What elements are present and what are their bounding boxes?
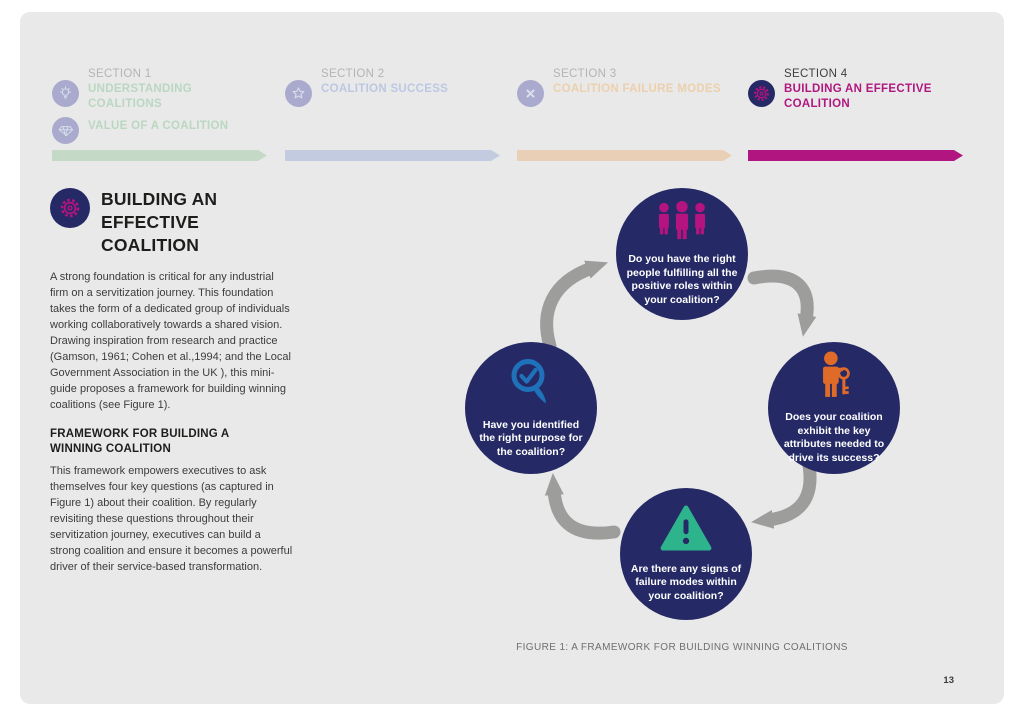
nav-item-coalition-failure-modes[interactable]: COALITION FAILURE MODES: [517, 80, 737, 107]
article-column: BUILDING AN EFFECTIVE COALITION A strong…: [50, 188, 294, 575]
progress-bar-section-2: [285, 150, 500, 161]
document-page: SECTION 1 UNDERSTANDING COALITIONS: [20, 12, 1004, 704]
page-number: 13: [943, 675, 954, 686]
nav-section-4[interactable]: SECTION 4 BUILDING AN EFFECTIVE COALITIO…: [748, 68, 968, 112]
lightbulb-icon: [52, 80, 79, 107]
nav-item-value-of-a-coalition[interactable]: VALUE OF A COALITION: [52, 117, 272, 144]
people-icon: [654, 201, 710, 246]
diagram-question: Have you identified the right purpose fo…: [479, 418, 583, 458]
diagram-node-people: Do you have the right people fulfilling …: [616, 188, 748, 320]
warning-triangle-icon: [660, 505, 712, 556]
article-subheading: FRAMEWORK FOR BUILDING A WINNING COALITI…: [50, 428, 229, 455]
diagram-node-purpose: Have you identified the right purpose fo…: [465, 342, 597, 474]
progress-bar-section-4: [748, 150, 963, 161]
section-kicker: SECTION 2: [321, 68, 385, 80]
diagram-question: Does your coalition exhibit the key attr…: [783, 411, 885, 464]
diagram-node-failure-modes: Are there any signs of failure modes wit…: [620, 488, 752, 620]
diagram-node-key-attributes: Does your coalition exhibit the key attr…: [768, 342, 900, 474]
nav-item-label: UNDERSTANDING COALITIONS: [88, 83, 192, 110]
nav-item-label: COALITION SUCCESS: [321, 83, 449, 95]
section-kicker: SECTION 1: [88, 68, 152, 80]
arrow-bottom-to-left: [544, 473, 621, 540]
magnifier-check-icon: [508, 357, 554, 412]
page-title: BUILDING AN EFFECTIVE COALITION: [101, 189, 218, 255]
progress-bar-section-3: [517, 150, 732, 161]
nav-item-understanding-coalitions[interactable]: UNDERSTANDING COALITIONS: [52, 80, 272, 112]
figure-caption: FIGURE 1: A FRAMEWORK FOR BUILDING WINNI…: [516, 642, 848, 653]
gear-icon: [50, 188, 90, 228]
section-kicker: SECTION 3: [553, 68, 617, 80]
person-key-icon: [816, 351, 852, 404]
star-icon: [285, 80, 312, 107]
article-title-row: BUILDING AN EFFECTIVE COALITION: [50, 188, 294, 257]
gear-icon: [748, 80, 775, 107]
diamond-icon: [52, 117, 79, 144]
nav-section-2[interactable]: SECTION 2 COALITION SUCCESS: [285, 68, 505, 107]
nav-item-label: COALITION FAILURE MODES: [553, 83, 721, 95]
nav-item-label: BUILDING AN EFFECTIVE COALITION: [784, 83, 932, 110]
progress-bar-section-1: [52, 150, 267, 161]
section-kicker: SECTION 4: [784, 68, 848, 80]
x-icon: [517, 80, 544, 107]
arrow-right-to-bottom: [751, 453, 817, 529]
diagram-question: Do you have the right people fulfilling …: [626, 253, 738, 306]
nav-section-1[interactable]: SECTION 1 UNDERSTANDING COALITIONS: [52, 68, 272, 144]
nav-item-building-effective-coalition[interactable]: BUILDING AN EFFECTIVE COALITION: [748, 80, 968, 112]
nav-item-label: VALUE OF A COALITION: [88, 120, 229, 132]
arrow-left-to-top: [540, 260, 609, 353]
arrow-top-to-right: [747, 269, 817, 337]
article-paragraph: This framework empowers executives to as…: [50, 465, 293, 573]
diagram-question: Are there any signs of failure modes wit…: [630, 562, 742, 602]
nav-item-coalition-success[interactable]: COALITION SUCCESS: [285, 80, 505, 107]
article-paragraph: A strong foundation is critical for any …: [50, 271, 291, 411]
nav-section-3[interactable]: SECTION 3 COALITION FAILURE MODES: [517, 68, 737, 107]
